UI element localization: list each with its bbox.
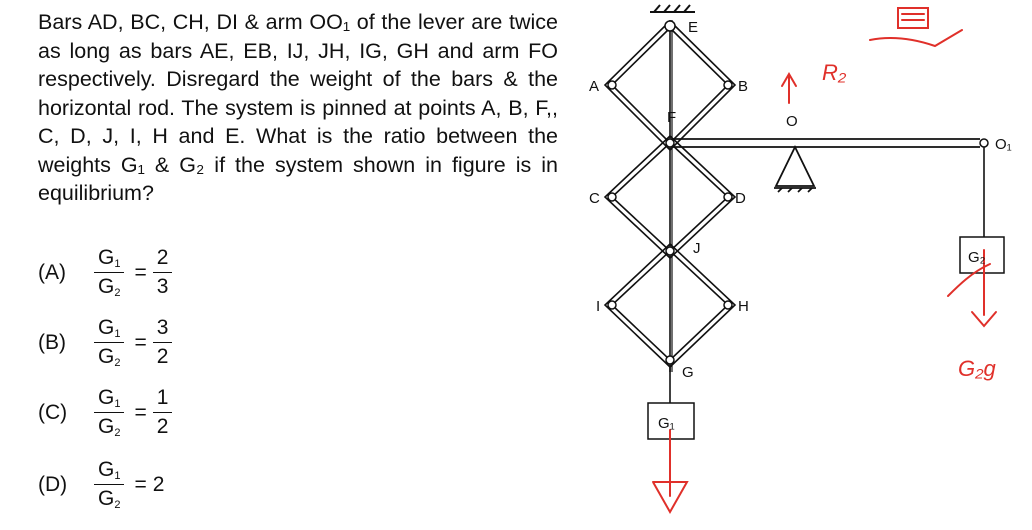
option-c[interactable]: (C) G1 G2 = 1 2	[38, 386, 176, 439]
fraction-rhs: 3 2	[152, 316, 173, 369]
annotation-g2g: G₂g	[958, 356, 997, 381]
fraction-lhs: G1 G2	[94, 316, 125, 369]
label-a: A	[589, 78, 599, 95]
label-weight-g2: G₂	[968, 249, 986, 266]
option-label: (D)	[38, 472, 68, 496]
label-e: E	[688, 19, 698, 36]
fulcrum-support	[774, 144, 816, 193]
annotation-r2: R₂	[822, 60, 847, 85]
question-text: Bars AD, BC, CH, DI & arm OO₁ of the lev…	[38, 10, 558, 205]
pins	[607, 20, 733, 365]
label-g: G	[682, 364, 694, 381]
label-j: J	[693, 240, 701, 257]
label-c: C	[589, 190, 600, 207]
fraction-lhs: G1 G2	[94, 246, 125, 299]
fraction-rhs: 2 3	[152, 246, 173, 299]
option-b[interactable]: (B) G1 G2 = 3 2	[38, 316, 176, 369]
option-label: (C)	[38, 400, 68, 424]
option-label: (A)	[38, 260, 66, 284]
point-labels: E A B F C D J I H G O₁ O G₁ G₂	[589, 19, 1012, 432]
lever-mechanism-figure: E A B F C D J I H G O₁ O G₁ G₂ R₂ G₂g	[589, 4, 1012, 515]
label-o: O	[786, 113, 798, 130]
ceiling-support	[650, 4, 695, 13]
option-d[interactable]: (D) G1 G2 = 2	[38, 458, 165, 511]
handwritten-marks	[652, 7, 997, 515]
label-weight-g1: G₁	[658, 415, 675, 432]
label-b: B	[738, 78, 748, 95]
label-h: H	[738, 298, 749, 315]
option-a[interactable]: (A) G1 G2 = 2 3	[38, 246, 176, 299]
fraction-lhs: G1 G2	[94, 458, 125, 511]
pin-o1	[979, 138, 989, 148]
fraction-lhs: G1 G2	[94, 386, 125, 439]
label-d: D	[735, 190, 746, 207]
label-f: F	[667, 109, 676, 126]
option-label: (B)	[38, 330, 66, 354]
weight-g1-box	[647, 402, 695, 440]
horizontal-lever	[673, 138, 980, 148]
label-o1: O₁	[995, 136, 1012, 153]
fraction-rhs: 1 2	[152, 386, 173, 439]
label-i: I	[596, 298, 600, 315]
handwritten-annotations: R₂ G₂g	[822, 60, 997, 381]
